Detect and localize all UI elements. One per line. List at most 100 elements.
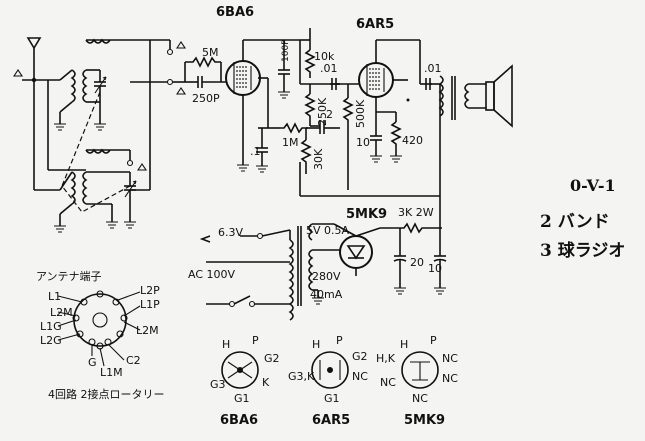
svg-text:420: 420 [402, 134, 423, 147]
svg-text:L1G: L1G [40, 320, 62, 333]
tube-label-6ba6: 6BA6 [216, 5, 254, 20]
svg-text:L2P: L2P [140, 284, 160, 297]
svg-text:5M: 5M [202, 46, 219, 59]
power-transformer-heater [308, 223, 314, 241]
svg-text:500K: 500K [354, 99, 367, 128]
svg-text:10: 10 [428, 262, 442, 275]
antenna-terminal-title: アンテナ端子 [36, 270, 102, 283]
output-transformer-primary [438, 75, 444, 117]
reaction-coil-mid [85, 148, 111, 154]
power-supply: 5MK9 6.3V 5V 0.5A 280V 40mA AC 100V [188, 196, 447, 321]
svg-text:NC: NC [442, 352, 458, 365]
pinout-6ar5: H P G2 NC G3,K G1 6AR5 [288, 334, 368, 428]
svg-text:30K: 30K [312, 148, 325, 170]
stage-6ar5: 6AR5 500K 10 420 .01 [299, 17, 513, 197]
svg-text:L1M: L1M [100, 366, 123, 379]
power-transformer-primary [288, 239, 294, 321]
svg-text:NC: NC [352, 370, 368, 383]
svg-text:NC: NC [442, 372, 458, 385]
switch-pins [72, 290, 128, 350]
svg-text:100P: 100P [281, 39, 291, 62]
svg-text:G2: G2 [264, 352, 280, 365]
svg-text:G1: G1 [234, 392, 250, 405]
svg-text:H: H [400, 338, 408, 351]
svg-text:.1: .1 [250, 145, 261, 158]
antenna-section [12, 37, 187, 233]
resistor-5m [185, 56, 221, 68]
svg-text:10k: 10k [314, 50, 335, 63]
svg-text:280V: 280V [312, 270, 341, 283]
speaker-icon [485, 81, 495, 111]
svg-text:5V 0.5A: 5V 0.5A [306, 224, 350, 237]
svg-text:NC: NC [412, 392, 428, 405]
switch-caption: 4回路 2接点ロータリー [48, 388, 165, 401]
resistor-500k [342, 97, 354, 130]
svg-text:G1: G1 [324, 392, 340, 405]
svg-text:NC: NC [380, 376, 396, 389]
resistor-250k [304, 93, 316, 126]
svg-text:.01: .01 [320, 62, 338, 75]
svg-text:P: P [430, 334, 437, 347]
svg-text:2: 2 [326, 108, 333, 121]
coil-2a [70, 171, 76, 205]
svg-text:G3,K: G3,K [288, 370, 315, 383]
svg-text:L2M: L2M [50, 306, 73, 319]
pinout-title-6ba6: 6BA6 [220, 413, 258, 428]
resistor-420 [390, 121, 402, 156]
svg-text:250K: 250K [316, 97, 329, 126]
svg-text:10: 10 [356, 136, 370, 149]
svg-text:G2: G2 [352, 350, 368, 363]
svg-text:G3: G3 [210, 378, 226, 391]
delta-marker-icon [12, 69, 24, 77]
side-title-line3: 3 球ラジオ [540, 241, 626, 261]
svg-text:C2: C2 [126, 354, 141, 367]
tube-label-5mk9: 5MK9 [346, 207, 387, 222]
power-transformer-secondary [308, 249, 314, 291]
svg-text:.01: .01 [424, 62, 442, 75]
coil-1a [70, 69, 76, 103]
svg-text:20: 20 [410, 256, 424, 269]
pinout-6ba6: H P G2 K G3 G1 6BA6 [210, 334, 280, 428]
resistor-10k [304, 49, 316, 78]
svg-text:L1: L1 [48, 290, 61, 303]
stage-6ba6: 6BA6 5M 250P 100P [173, 5, 340, 174]
resistor-3k2w [400, 222, 442, 234]
svg-text:P: P [336, 334, 343, 347]
svg-text:L2G: L2G [40, 334, 62, 347]
pinout-5mk9: H P NC NC H,K NC NC 5MK9 [376, 334, 458, 428]
tube-label-6ar5: 6AR5 [356, 17, 394, 32]
svg-text:1M: 1M [282, 136, 299, 149]
resistor-30k [300, 139, 312, 174]
rotary-switch-diagram: アンテナ端子 L1 L2M L1G L2G L2P L1P L2 [36, 270, 165, 401]
svg-text:H: H [222, 338, 230, 351]
svg-text:6.3V: 6.3V [218, 226, 243, 239]
resistor-1m [280, 122, 308, 134]
pinout-title-5mk9: 5MK9 [404, 413, 445, 428]
svg-text:H,K: H,K [376, 352, 396, 365]
svg-text:P: P [252, 334, 259, 347]
svg-text:L1P: L1P [140, 298, 160, 311]
delta-marker-icon [136, 163, 148, 171]
gang-dashed-link [61, 91, 131, 213]
svg-text:K: K [262, 376, 270, 389]
svg-text:3K 2W: 3K 2W [398, 206, 434, 219]
coil-2b [82, 171, 88, 205]
delta-marker-icon [175, 87, 187, 95]
reaction-coil-top [85, 38, 111, 44]
coil-1b [82, 69, 88, 103]
output-transformer-secondary [464, 83, 470, 109]
tube-5mk9 [339, 235, 373, 269]
svg-text:G: G [88, 356, 97, 369]
pinout-title-6ar5: 6AR5 [312, 413, 350, 428]
antenna-icon [26, 37, 42, 50]
svg-text:AC 100V: AC 100V [188, 268, 236, 281]
svg-text:40mA: 40mA [310, 288, 343, 301]
svg-text:H: H [312, 338, 320, 351]
delta-marker-icon [175, 41, 187, 49]
side-title-line1: 0-V-1 [570, 176, 616, 195]
svg-text:L2M: L2M [136, 324, 159, 337]
svg-text:250P: 250P [192, 92, 220, 105]
side-title-line2: 2 バンド [540, 212, 610, 232]
